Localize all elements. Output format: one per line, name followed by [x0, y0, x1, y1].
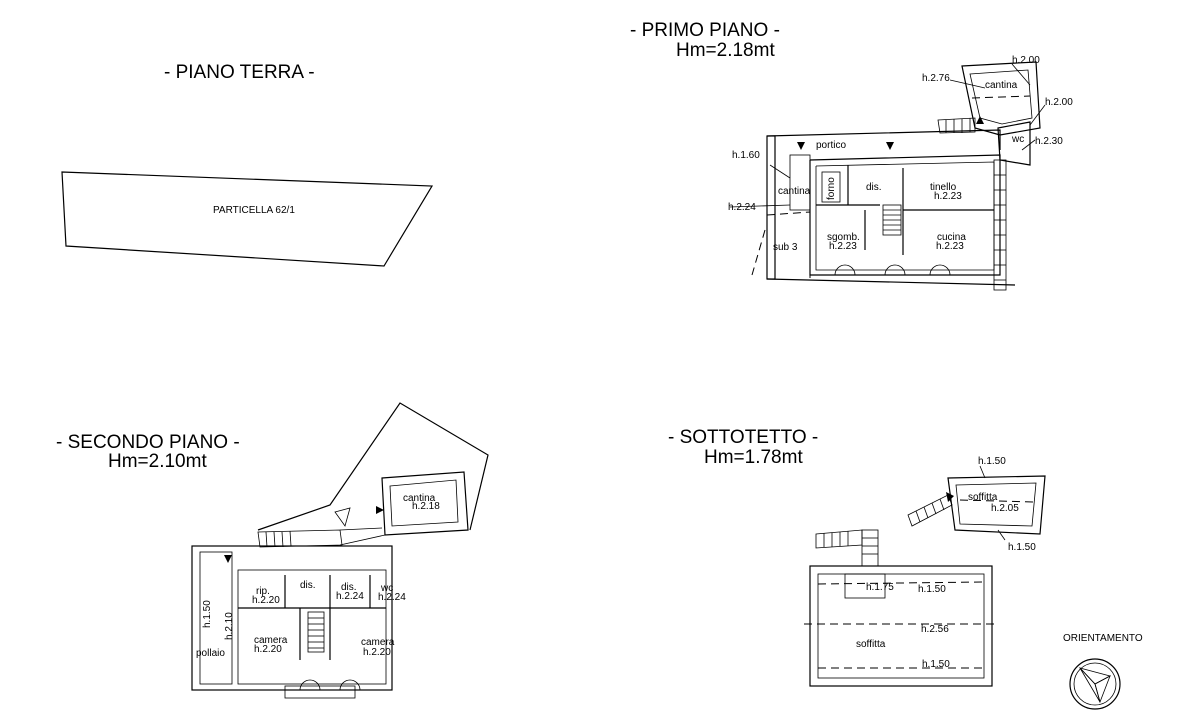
sottotetto-hm: Hm=1.78mt: [704, 447, 803, 468]
piano-terra-title: - PIANO TERRA -: [164, 62, 315, 83]
height-label: h.1.50: [1008, 542, 1036, 553]
room-label-dis: dis.: [341, 582, 357, 593]
room-label-sub3: sub 3: [773, 242, 798, 253]
secondo-piano-hm: Hm=2.10mt: [108, 451, 207, 472]
portico-roof-line: [766, 129, 1001, 150]
height-label: h.2.20: [363, 647, 391, 658]
height-label: h.2.23: [936, 241, 964, 252]
height-label: h.2.20: [254, 644, 282, 655]
plan-piano-terra: - PIANO TERRA - PARTICELLA 62/1: [61, 62, 434, 267]
height-label: h.2.00: [1045, 97, 1073, 108]
entry-arrow: [976, 116, 984, 124]
room-label-camera: camera: [254, 635, 288, 646]
height-label: h.2.24: [728, 202, 756, 213]
room-label-sgomb: sgomb.: [827, 232, 860, 243]
door-arcs: [299, 679, 361, 691]
height-label: h.2.23: [934, 191, 962, 202]
stairs-sottotetto: [815, 529, 879, 567]
room-label-dis: dis.: [300, 580, 316, 591]
height-label: h.1.50: [922, 659, 950, 670]
pollaio-box: [199, 551, 233, 685]
sottotetto-title: - SOTTOTETTO -: [668, 427, 818, 448]
stairs-soffitta-small: [907, 494, 953, 527]
door-arcs: [834, 264, 951, 276]
outer-wall-bottom: [766, 278, 1016, 286]
cantina-left-box: [789, 154, 811, 211]
room-label-cantina: cantina: [985, 80, 1018, 91]
outer-wall-left: [766, 135, 776, 280]
height-label: h.1.60: [732, 150, 760, 161]
room-label-pollaio: pollaio: [196, 648, 225, 659]
house-outline: [191, 545, 393, 691]
room-label-camera: camera: [361, 637, 395, 648]
forno-box: [821, 171, 841, 203]
sub3-outline: [766, 211, 811, 278]
primo-piano-title: - PRIMO PIANO -: [630, 20, 780, 41]
height-label: h.2.23: [829, 241, 857, 252]
parcel-label: PARTICELLA 62/1: [213, 205, 295, 216]
height-label: h.1.75: [866, 582, 894, 593]
room-label-wc: wc: [1011, 134, 1024, 145]
stairs-walkway: [257, 527, 386, 548]
height-label: h.2.76: [922, 73, 950, 84]
plan-primo-piano: - PRIMO PIANO - Hm=2.18mt: [630, 20, 1073, 291]
height-label: h.1.50: [918, 584, 946, 595]
cantina-outline: [381, 471, 469, 536]
height-label: h.2.30: [1035, 136, 1063, 147]
entry-arrow: [376, 506, 384, 514]
entry-arrow: [946, 492, 954, 502]
height-label: h.1.50: [202, 600, 213, 628]
site-outline: [257, 402, 489, 531]
height-label: h.2.18: [412, 501, 440, 512]
height-label: h.2.10: [224, 612, 235, 640]
parcel-outline: [61, 171, 434, 267]
height-label: h.2.24: [378, 592, 406, 603]
stairs-secondo: [307, 611, 325, 653]
room-label-forno: forno: [826, 177, 837, 200]
room-label-portico: portico: [816, 140, 846, 151]
room-label-cantina: cantina: [403, 493, 436, 504]
plan-secondo-piano: - SECONDO PIANO - Hm=2.10mt: [56, 402, 489, 699]
orientation-block: ORIENTAMENTO: [1063, 633, 1143, 710]
soffitta-outline: [809, 565, 993, 687]
cantina-top-outline: [961, 61, 1041, 136]
main-house-inner: [815, 161, 995, 271]
secondo-piano-title: - SECONDO PIANO -: [56, 432, 240, 453]
wc-outline: [997, 121, 1031, 166]
height-label: h.2.20: [252, 595, 280, 606]
stairs-top: [937, 117, 976, 134]
room-label-tinello: tinello: [930, 182, 957, 193]
room-label-soffitta: soffitta: [856, 639, 886, 650]
room-label-dis: dis.: [866, 182, 882, 193]
room-label-cantina: cantina: [778, 186, 811, 197]
room-label-soffitta: soffitta: [968, 492, 998, 503]
main-house-outline: [809, 154, 1001, 276]
height-label: h.2.56: [921, 624, 949, 635]
height-label: h.2.05: [991, 503, 1019, 514]
room-label-rip: rip.: [256, 586, 270, 597]
room-label-wc: wc: [380, 583, 393, 594]
balcony: [284, 685, 356, 699]
room-label-cucina: cucina: [937, 232, 966, 243]
entry-arrow: [797, 142, 805, 150]
height-label: h.2.00: [1012, 55, 1040, 66]
stairs-right: [993, 159, 1007, 291]
stairs-primo: [882, 204, 902, 236]
height-label: h.2.24: [336, 591, 364, 602]
orientation-label: ORIENTAMENTO: [1063, 633, 1143, 644]
height-label: h.1.50: [978, 456, 1006, 467]
entry-arrow: [224, 555, 232, 563]
entry-arrow: [886, 142, 894, 150]
north-arrow-icon: [1069, 658, 1121, 710]
primo-piano-hm: Hm=2.18mt: [676, 40, 775, 61]
plan-sottotetto: - SOTTOTETTO - Hm=1.78mt h.1.50: [668, 427, 1046, 687]
soffitta-small-outline: [947, 475, 1046, 535]
